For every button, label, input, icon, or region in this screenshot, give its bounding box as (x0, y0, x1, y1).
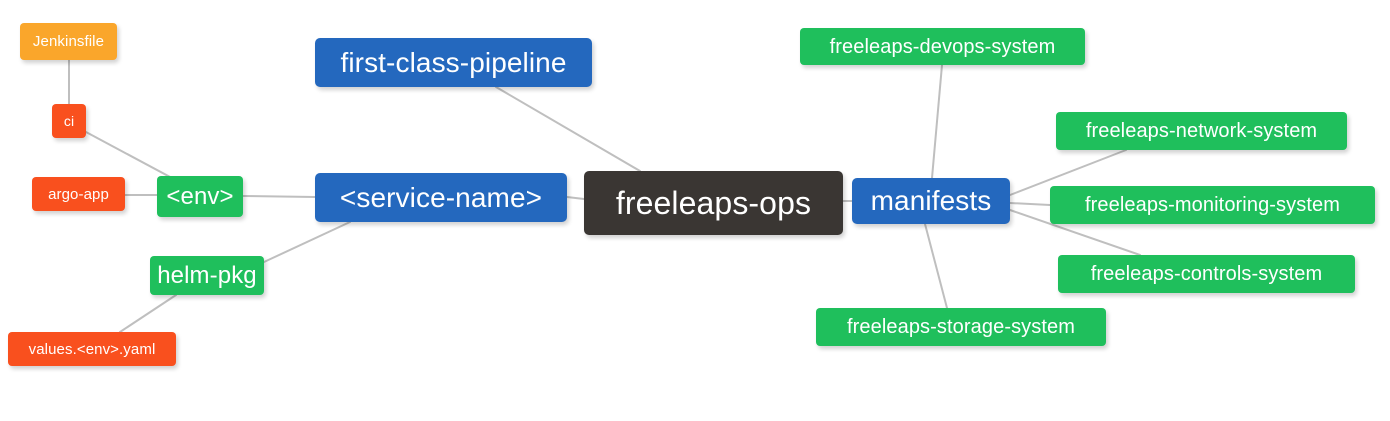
node-label-network-system: freeleaps-network-system (1085, 120, 1318, 142)
edge-env-to-service-name (242, 195, 316, 198)
node-manifests[interactable]: manifests (852, 178, 1010, 224)
node-service-name[interactable]: <service-name> (315, 173, 567, 222)
node-label-service-name: <service-name> (339, 181, 543, 213)
edge-manifests-to-storage-system (924, 223, 948, 309)
node-label-argo-app: argo-app (48, 185, 109, 203)
node-freeleaps-ops[interactable]: freeleaps-ops (584, 171, 843, 235)
node-first-class-pipeline[interactable]: first-class-pipeline (315, 38, 592, 87)
edge-first-class-pipeline-to-freeleaps-ops (495, 86, 641, 172)
node-label-controls-system: freeleaps-controls-system (1090, 263, 1323, 285)
node-label-first-class-pipeline: first-class-pipeline (340, 46, 567, 78)
node-values-yaml[interactable]: values.<env>.yaml (8, 332, 176, 366)
node-label-storage-system: freeleaps-storage-system (846, 316, 1076, 338)
node-argo-app[interactable]: argo-app (32, 177, 125, 211)
edge-service-name-to-helm-pkg (263, 221, 351, 263)
node-label-freeleaps-ops: freeleaps-ops (615, 185, 812, 221)
node-ci[interactable]: ci (52, 104, 86, 138)
node-env[interactable]: <env> (157, 176, 243, 217)
node-label-monitoring-system: freeleaps-monitoring-system (1084, 194, 1340, 216)
node-network-system[interactable]: freeleaps-network-system (1056, 112, 1347, 150)
node-label-devops-system: freeleaps-devops-system (829, 35, 1056, 58)
node-label-values-yaml: values.<env>.yaml (28, 340, 156, 358)
edge-manifests-to-devops-system (931, 64, 943, 179)
node-label-jenkinsfile: Jenkinsfile (32, 33, 105, 50)
node-controls-system[interactable]: freeleaps-controls-system (1058, 255, 1355, 293)
node-helm-pkg[interactable]: helm-pkg (150, 256, 264, 295)
node-storage-system[interactable]: freeleaps-storage-system (816, 308, 1106, 346)
edge-service-name-to-freeleaps-ops (566, 196, 585, 200)
node-monitoring-system[interactable]: freeleaps-monitoring-system (1050, 186, 1375, 224)
edge-helm-pkg-to-values-yaml (119, 294, 177, 333)
node-jenkinsfile[interactable]: Jenkinsfile (20, 23, 117, 60)
edge-manifests-to-monitoring-system (1009, 202, 1051, 206)
node-label-env: <env> (166, 182, 234, 210)
node-label-manifests: manifests (870, 185, 992, 216)
node-label-helm-pkg: helm-pkg (157, 261, 257, 289)
node-label-ci: ci (63, 113, 75, 129)
node-devops-system[interactable]: freeleaps-devops-system (800, 28, 1085, 65)
